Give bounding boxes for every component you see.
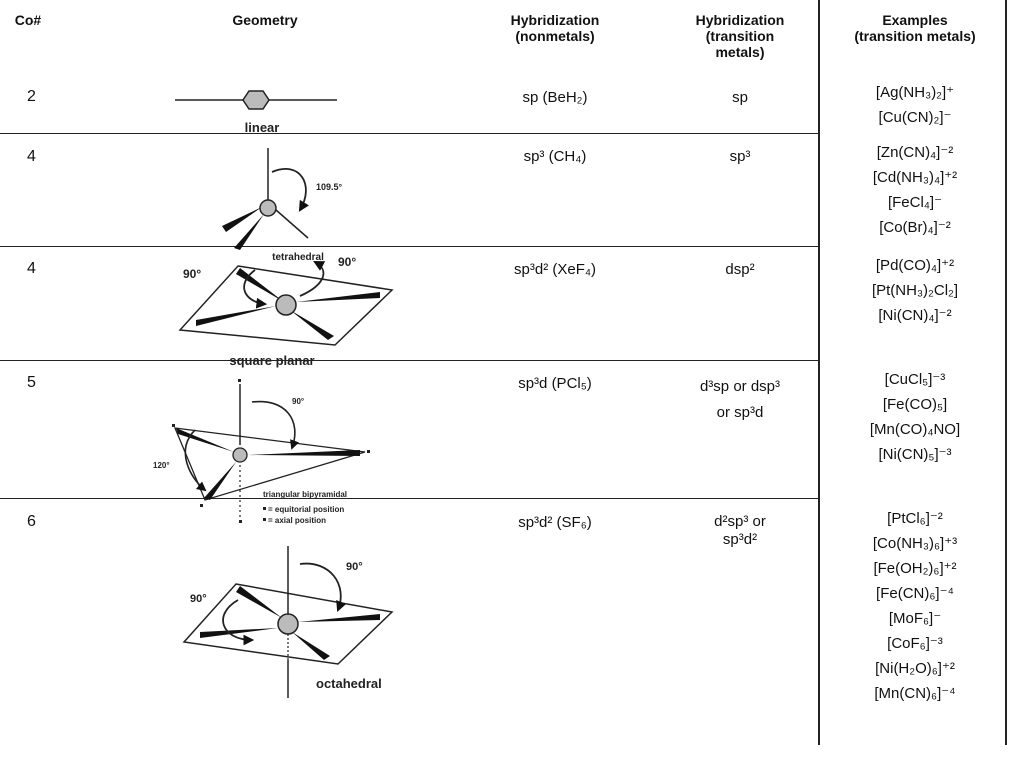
example-item: [Co(Br)₄]⁻² bbox=[879, 219, 951, 236]
example-item: [PtCl₆]⁻² bbox=[887, 510, 943, 527]
hybridization-tm: dsp² bbox=[725, 261, 755, 278]
equatorial-marker bbox=[200, 504, 203, 507]
hybridization-tm: sp³ bbox=[729, 148, 751, 165]
bond-angle-label: 90° bbox=[190, 593, 207, 605]
central-atom bbox=[259, 199, 277, 217]
examples-list: [Pd(CO)₄]⁺² [Pt(NH₃)₂Cl₂] [Ni(CN)₄]⁻² bbox=[820, 253, 1010, 328]
axial-marker bbox=[238, 379, 241, 382]
bond-angle-label: 90° bbox=[338, 255, 356, 269]
row-divider-1 bbox=[0, 133, 820, 134]
example-item: [MoF₆]⁻ bbox=[888, 610, 942, 627]
equatorial-marker bbox=[367, 450, 370, 453]
example-item: [Cu(CN)₂]⁻ bbox=[878, 109, 952, 126]
example-item: [Ag(NH₃)₂]⁺ bbox=[875, 84, 955, 101]
row-divider-3 bbox=[0, 360, 820, 361]
example-item: [Pd(CO)₄]⁺² bbox=[875, 257, 955, 274]
hybridization-nonmetal: sp³d² (XeF₄) bbox=[514, 261, 596, 278]
equatorial-marker bbox=[263, 507, 266, 510]
geometry-label: triangular bipyramidal bbox=[263, 490, 347, 499]
central-atom bbox=[277, 613, 299, 635]
example-item: [Mn(CO)₄NO] bbox=[869, 421, 961, 438]
example-item: [Cd(NH₃)₄]⁺² bbox=[872, 169, 958, 186]
hybridization-nonmetal: sp³d² (SF₆) bbox=[518, 514, 592, 531]
equatorial-marker bbox=[172, 424, 175, 427]
geometry-label: linear bbox=[245, 120, 280, 135]
examples-list: [CuCl₅]⁻³ [Fe(CO)₅] [Mn(CO)₄NO] [Ni(CN)₅… bbox=[820, 367, 1010, 467]
axial-marker bbox=[239, 520, 242, 523]
legend-equatorial: = equitorial position bbox=[268, 505, 344, 514]
header-co: Co# bbox=[14, 12, 42, 28]
coordination-number: 5 bbox=[27, 374, 36, 391]
geometry-label: octahedral bbox=[316, 676, 382, 691]
bond-angle-label: 90° bbox=[346, 561, 363, 573]
example-item: [CoF₆]⁻³ bbox=[887, 635, 943, 652]
linear-geometry-diagram: linear bbox=[175, 90, 337, 135]
hybridization-tm: sp bbox=[732, 89, 748, 106]
tetrahedral-geometry-diagram: 109.5° tetrahedral bbox=[222, 148, 343, 263]
central-atom bbox=[242, 90, 270, 110]
example-item: [Mn(CN)₆]⁻⁴ bbox=[874, 685, 956, 702]
row-divider-2 bbox=[0, 246, 820, 247]
bond-angle-label: 109.5° bbox=[316, 182, 343, 192]
header-hyb-nonmetals: Hybridization(nonmetals) bbox=[510, 12, 600, 44]
hybridization-nonmetal: sp³d (PCl₅) bbox=[518, 375, 592, 392]
legend-axial: = axial position bbox=[268, 516, 326, 525]
example-item: [CuCl₅]⁻³ bbox=[884, 371, 946, 388]
square-planar-geometry-diagram: 90° 90° square planar bbox=[178, 255, 394, 368]
coordination-number: 6 bbox=[27, 513, 36, 530]
example-item: [Ni(H₂O)₆]⁺² bbox=[875, 660, 955, 677]
examples-list: [Zn(CN)₄]⁻² [Cd(NH₃)₄]⁺² [FeCl₄]⁻ [Co(Br… bbox=[820, 140, 1010, 240]
example-item: [Co(NH₃)₆]⁺³ bbox=[872, 535, 958, 552]
hybridization-nonmetal: sp (BeH₂) bbox=[522, 89, 588, 106]
hybridization-nonmetal: sp³ (CH₄) bbox=[523, 148, 587, 165]
octahedral-geometry-diagram: 90° 90° octahedral bbox=[182, 546, 394, 698]
axial-marker bbox=[263, 518, 266, 521]
central-atom bbox=[275, 294, 297, 316]
example-item: [Pt(NH₃)₂Cl₂] bbox=[871, 282, 959, 299]
geometry-label: tetrahedral bbox=[272, 252, 324, 263]
example-item: [Fe(CO)₅] bbox=[882, 396, 948, 413]
central-atom bbox=[232, 447, 248, 463]
trigonal-bipyramidal-geometry-diagram: 90° 120° triangular bipyramidal = equito… bbox=[153, 379, 370, 525]
example-item: [Zn(CN)₄]⁻² bbox=[876, 144, 954, 161]
row-divider-4 bbox=[0, 498, 820, 499]
examples-list: [PtCl₆]⁻² [Co(NH₃)₆]⁺³ [Fe(OH₂)₆]⁺² [Fe(… bbox=[820, 506, 1010, 706]
coordination-number: 4 bbox=[27, 148, 36, 165]
example-item: [Ni(CN)₅]⁻³ bbox=[878, 446, 952, 463]
bond-angle-label: 90° bbox=[292, 397, 304, 406]
bond-angle-label: 120° bbox=[153, 461, 170, 470]
header-geometry: Geometry bbox=[232, 12, 298, 28]
geometry-label: square planar bbox=[229, 353, 314, 368]
example-item: [Fe(CN)₆]⁻⁴ bbox=[876, 585, 954, 602]
column-divider bbox=[818, 0, 820, 745]
example-item: [Ni(CN)₄]⁻² bbox=[878, 307, 952, 324]
bond-angle-label: 90° bbox=[183, 267, 201, 281]
right-border bbox=[1005, 0, 1007, 745]
header-examples: Examples(transition metals) bbox=[854, 12, 976, 44]
example-item: [FeCl₄]⁻ bbox=[887, 194, 943, 211]
coordination-number: 4 bbox=[27, 260, 36, 277]
examples-list: [Ag(NH₃)₂]⁺ [Cu(CN)₂]⁻ bbox=[820, 80, 1010, 130]
coordination-number: 2 bbox=[27, 88, 36, 105]
example-item: [Fe(OH₂)₆]⁺² bbox=[873, 560, 957, 577]
